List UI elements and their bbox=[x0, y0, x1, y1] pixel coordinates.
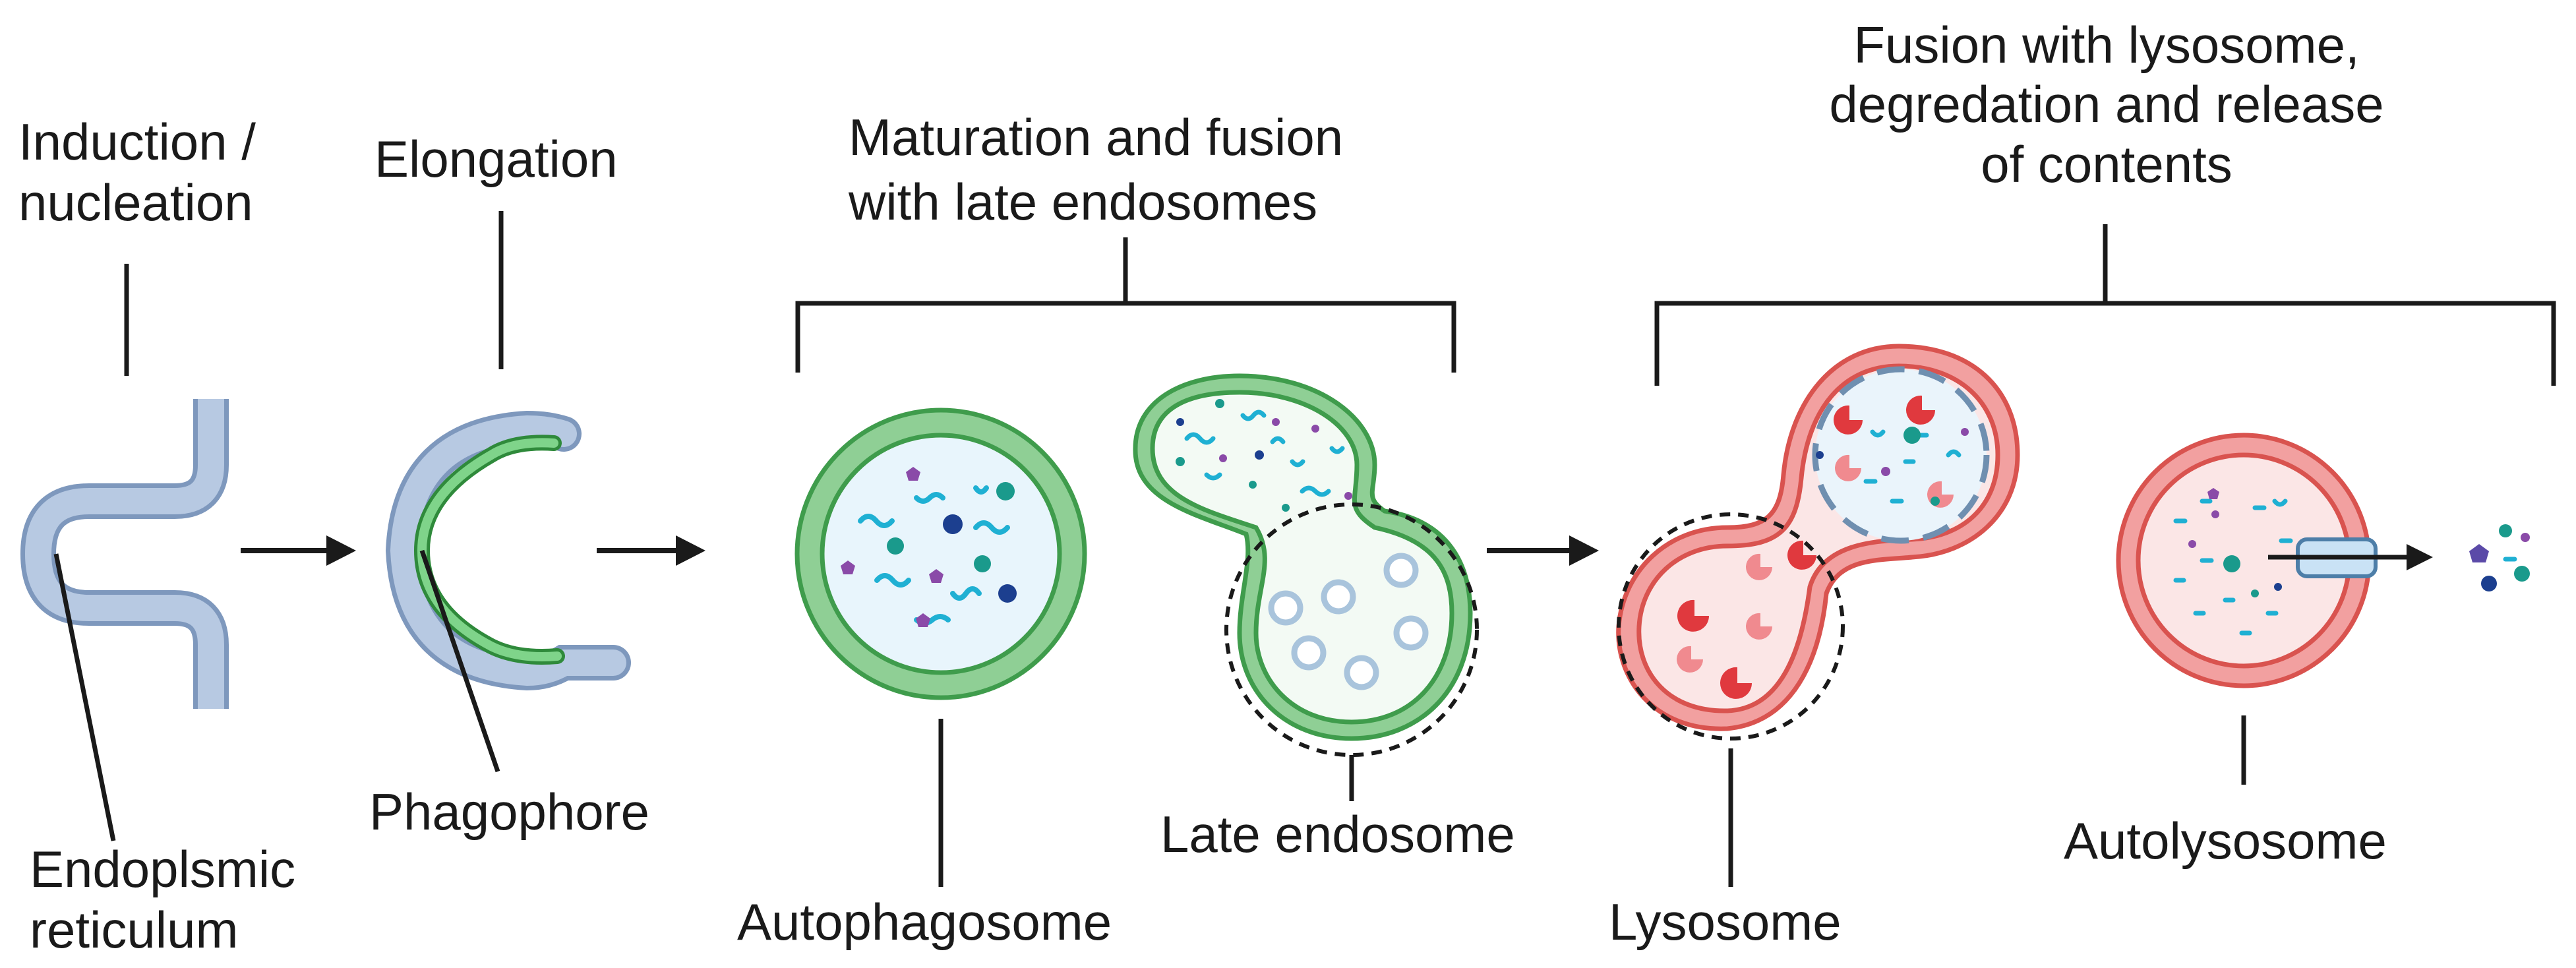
autolysosome bbox=[2116, 433, 2378, 688]
arrow-2-icon bbox=[597, 535, 705, 566]
arrow-1-icon bbox=[241, 535, 356, 566]
stage-fusion-line2: degredation and release bbox=[1829, 75, 2383, 133]
stage-maturation-line1: Maturation and fusion bbox=[849, 108, 1343, 166]
label-lysosome: Lysosome bbox=[1609, 893, 1842, 951]
stage-induction-line1: Induction / bbox=[18, 113, 256, 171]
release-arrow-icon bbox=[2268, 544, 2433, 570]
stage-fusion-line3: of contents bbox=[1981, 135, 2232, 193]
label-autolysosome: Autolysosome bbox=[2064, 812, 2387, 870]
lysosome-fusion bbox=[1616, 344, 2020, 741]
phagophore bbox=[385, 410, 631, 691]
fusion-bracket bbox=[1654, 224, 2556, 386]
arrow-3-icon bbox=[1487, 535, 1599, 566]
stage-fusion-line1: Fusion with lysosome, bbox=[1853, 16, 2359, 74]
maturation-bracket bbox=[795, 237, 1456, 373]
label-er-line1: Endoplsmic bbox=[30, 840, 295, 898]
endoplasmic-reticulum bbox=[20, 399, 229, 709]
autophagosome bbox=[794, 408, 1087, 700]
released-contents bbox=[2469, 524, 2530, 591]
label-phagophore: Phagophore bbox=[369, 783, 649, 841]
stage-induction-line2: nucleation bbox=[18, 173, 253, 231]
label-autophagosome: Autophagosome bbox=[737, 893, 1112, 951]
label-late-endosome: Late endosome bbox=[1160, 805, 1515, 863]
late-endosome-fusion bbox=[1133, 373, 1479, 757]
stage-maturation-line2: with late endosomes bbox=[848, 173, 1317, 231]
label-er-line2: reticulum bbox=[30, 901, 238, 959]
phagophore-pointer bbox=[419, 549, 500, 773]
stage-elongation: Elongation bbox=[374, 130, 618, 188]
er-pointer bbox=[53, 553, 116, 841]
